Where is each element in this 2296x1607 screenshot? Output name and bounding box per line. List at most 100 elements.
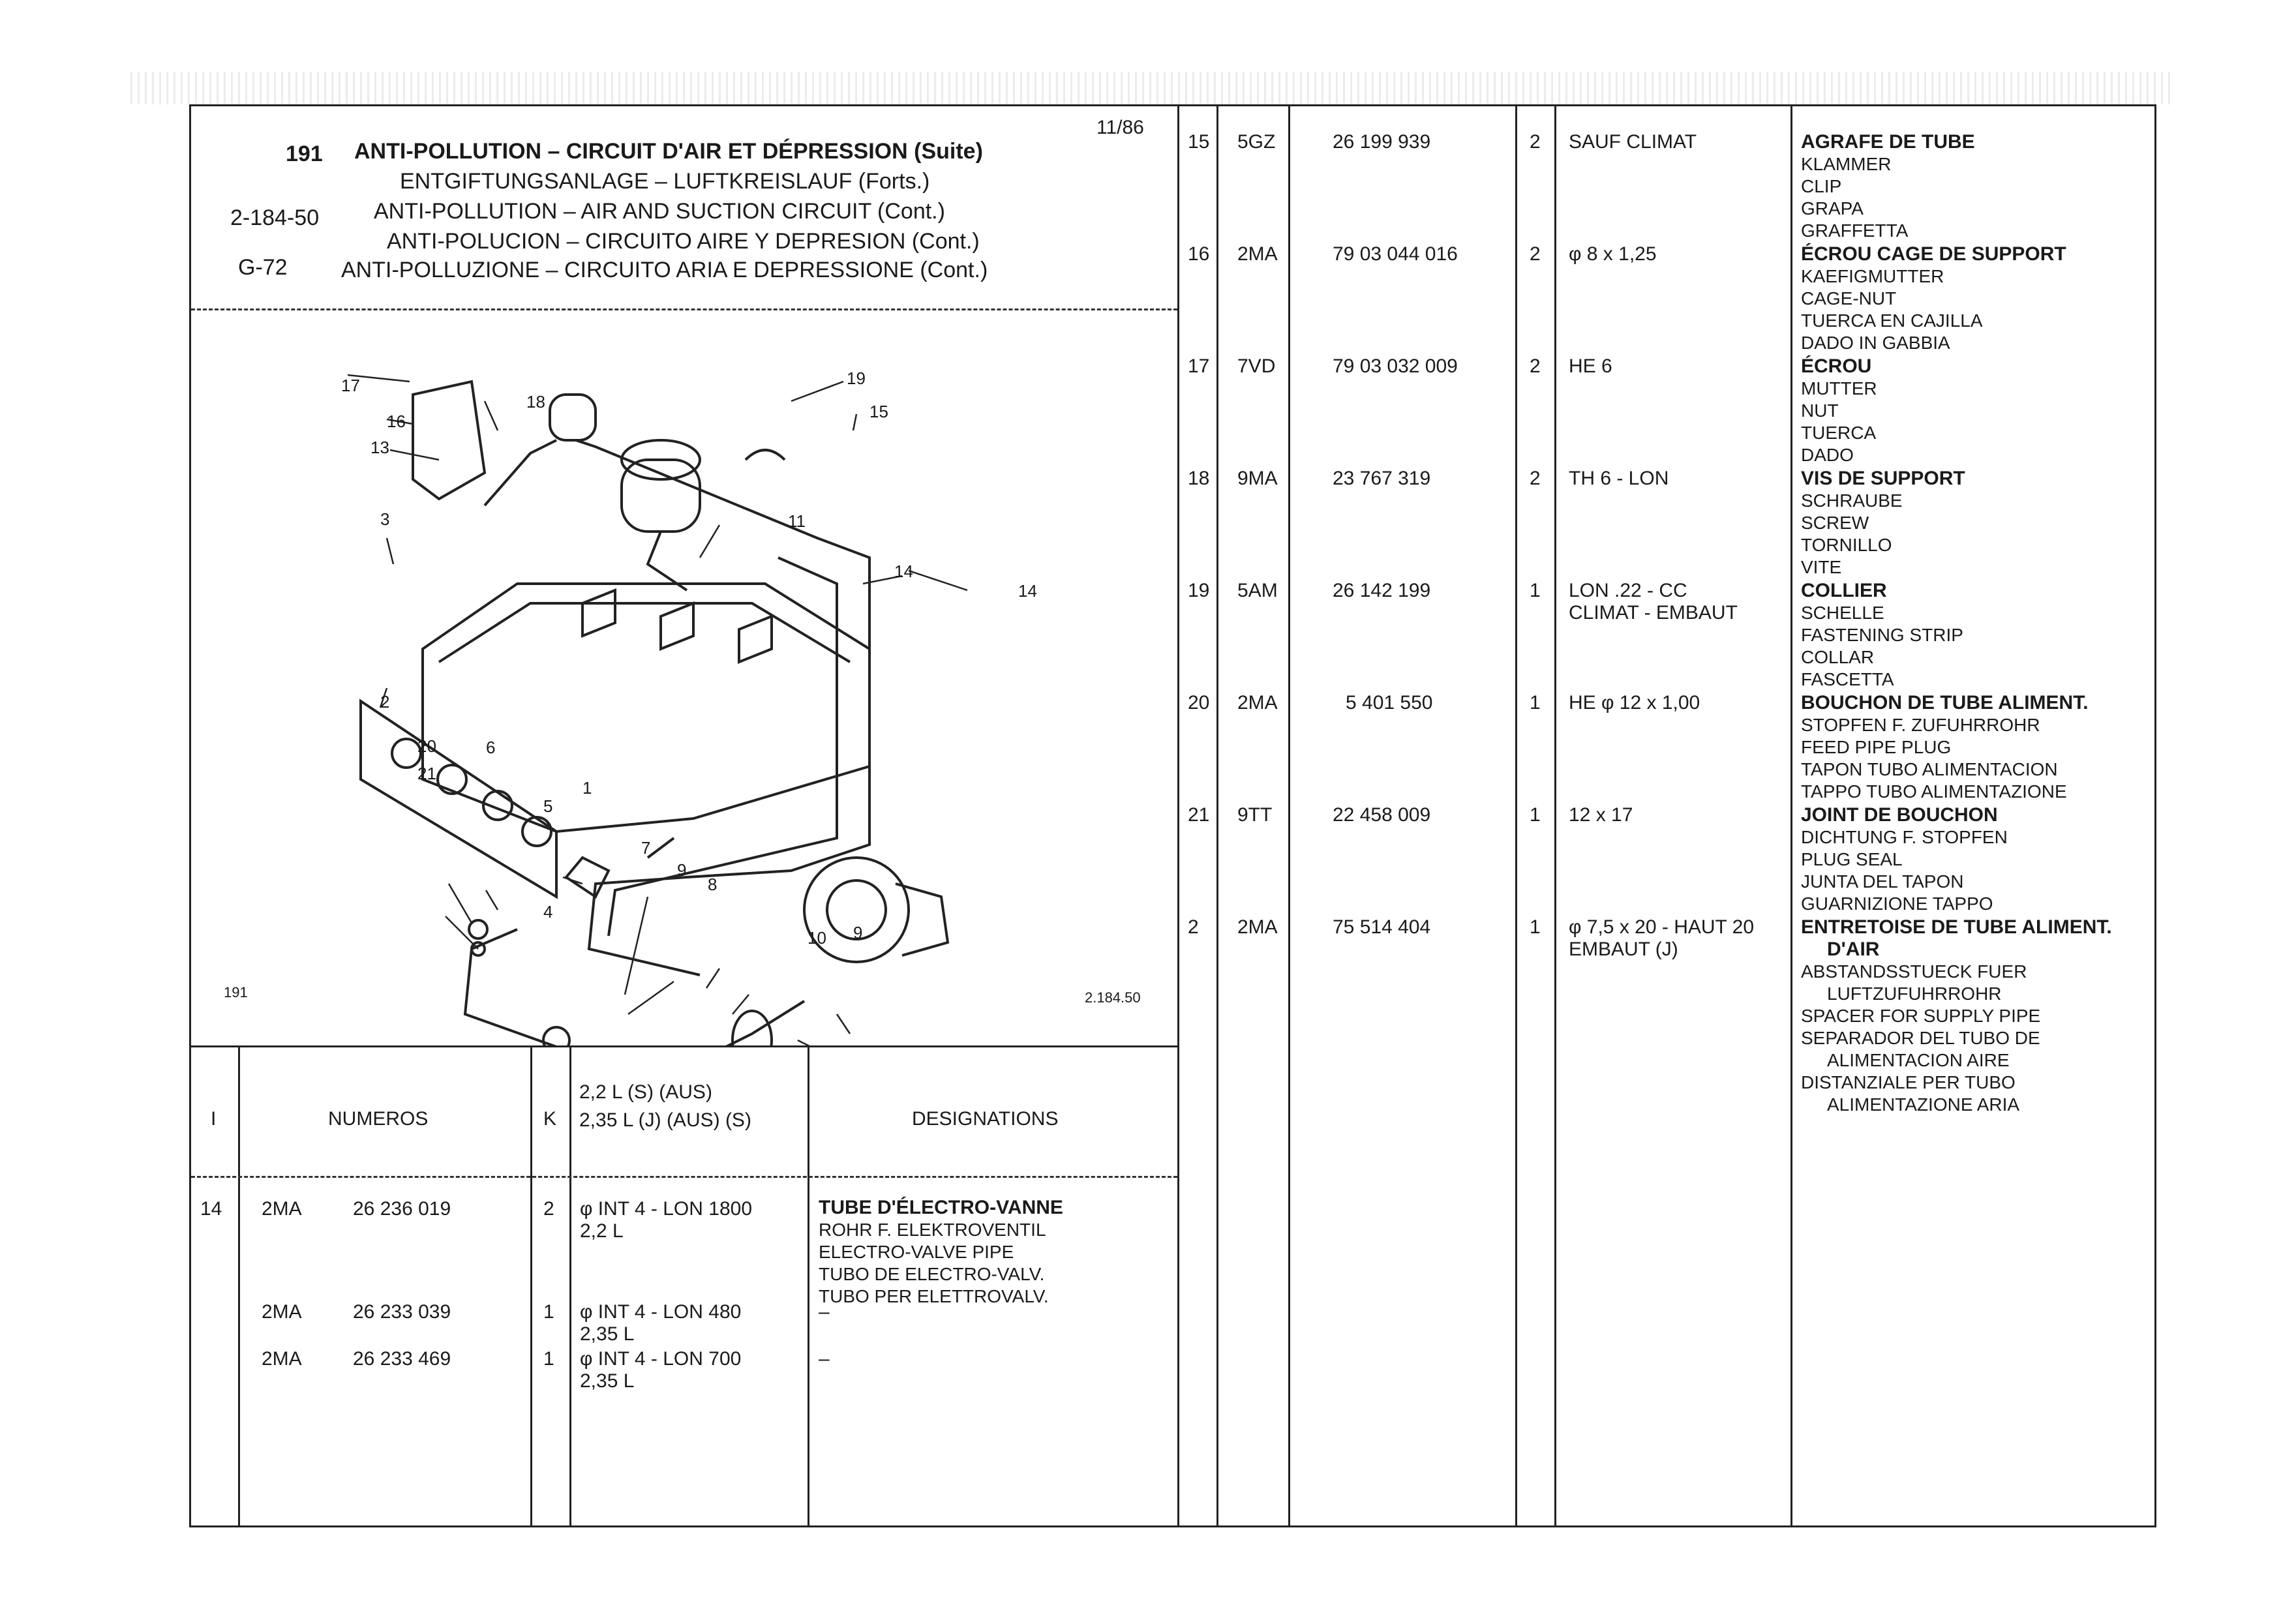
col-rule xyxy=(1515,106,1517,1525)
desc-line: GUARNIZIONE TAPPO xyxy=(1801,894,1993,914)
desc-line: ALIMENTACION AIRE xyxy=(1827,1050,2010,1070)
row-index: 19 xyxy=(1188,580,1210,601)
desc-main: COLLIER xyxy=(1801,580,1887,601)
col-rule xyxy=(238,1045,240,1525)
row-description: ÉCROU CAGE DE SUPPORT KAEFIGMUTTER CAGE-… xyxy=(1801,243,2066,354)
callout-17: 17 xyxy=(341,376,360,395)
row-spec-1: 12 x 17 xyxy=(1569,804,1633,826)
row-index: 20 xyxy=(1188,692,1210,713)
row-spec-2: EMBAUT (J) xyxy=(1569,939,1678,960)
desc-main: VIS DE SUPPORT xyxy=(1801,468,1965,489)
desc-line: JUNTA DEL TAPON xyxy=(1801,871,1964,892)
desc-line: STOPFEN F. ZUFUHRROHR xyxy=(1801,715,2040,735)
desc-line: CLIP xyxy=(1801,176,1842,196)
row-qty: 2 xyxy=(1530,131,1541,153)
row-spec-2: CLIMAT - EMBAUT xyxy=(1569,602,1738,623)
title-it: ANTI-POLLUZIONE – CIRCUITO ARIA E DEPRES… xyxy=(341,258,988,282)
row-index: 16 xyxy=(1188,243,1210,265)
title-en: ANTI-POLLUTION – AIR AND SUCTION CIRCUIT… xyxy=(374,199,945,224)
row-number: 79 03 032 009 xyxy=(1333,355,1458,377)
desc-line: ABSTANDSSTUECK FUER xyxy=(1801,961,2027,982)
desc-line: GRAPA xyxy=(1801,198,1864,218)
row-code: 7VD xyxy=(1237,355,1276,377)
row-spec-2: 2,2 L xyxy=(580,1220,624,1242)
callout-14b: 14 xyxy=(1018,581,1037,601)
row-description: AGRAFE DE TUBE KLAMMER CLIP GRAPA GRAFFE… xyxy=(1801,131,1975,242)
callout-10: 10 xyxy=(808,928,826,948)
callout-4: 4 xyxy=(543,902,553,922)
row-spec-2: 2,35 L xyxy=(580,1370,635,1392)
row-code: 2MA xyxy=(1237,692,1278,713)
row-description: ENTRETOISE DE TUBE ALIMENT. D'AIR ABSTAN… xyxy=(1801,916,2112,1116)
row-number: 26 233 039 xyxy=(353,1301,451,1323)
exploded-diagram xyxy=(347,374,968,1045)
desc-line: FASTENING STRIP xyxy=(1801,625,1963,645)
col-header-designations: DESIGNATIONS xyxy=(912,1108,1059,1130)
diagram-ref-left: 191 xyxy=(224,984,248,1000)
title-fr: ANTI-POLLUTION – CIRCUIT D'AIR ET DÉPRES… xyxy=(354,139,983,164)
row-number: 26 233 469 xyxy=(353,1348,451,1370)
desc-line: MUTTER xyxy=(1801,378,1877,398)
callout-13: 13 xyxy=(370,438,389,457)
col-rule xyxy=(1288,106,1290,1525)
page-date: 11/86 xyxy=(1096,117,1144,138)
header-divider xyxy=(191,1176,1177,1178)
row-spec-1: φ INT 4 - LON 700 xyxy=(580,1348,742,1370)
callout-1: 1 xyxy=(582,778,592,798)
desc-line: TORNILLO xyxy=(1801,535,1892,555)
callout-14a: 14 xyxy=(894,562,913,581)
row-qty: 1 xyxy=(543,1301,554,1323)
desc-line: SEPARADOR DEL TUBO DE xyxy=(1801,1028,2040,1048)
row-number: 22 458 009 xyxy=(1333,804,1431,826)
desc-line: SCREW xyxy=(1801,513,1869,533)
callout-9b: 9 xyxy=(853,923,863,942)
row-qty: 1 xyxy=(1530,692,1541,713)
row-spec-1: φ INT 4 - LON 480 xyxy=(580,1301,742,1323)
callout-18: 18 xyxy=(526,392,545,412)
page-code: 191 xyxy=(286,142,323,166)
desc-main-cont: D'AIR xyxy=(1827,939,1880,960)
row-qty: 1 xyxy=(1530,916,1541,938)
desc-line: DADO IN GABBIA xyxy=(1801,333,1950,353)
row-qty: 1 xyxy=(1530,580,1541,601)
callout-19: 19 xyxy=(847,368,866,388)
callout-2: 2 xyxy=(380,692,390,712)
row-index: 15 xyxy=(1188,131,1210,153)
page-code-3: G-72 xyxy=(238,255,288,280)
row-code: 2MA xyxy=(262,1348,302,1370)
callout-20: 20 xyxy=(417,736,436,756)
col-header-variant-2: 2,35 L (J) (AUS) (S) xyxy=(579,1109,751,1131)
row-number: 23 767 319 xyxy=(1333,468,1431,489)
col-header-numeros: NUMEROS xyxy=(328,1108,429,1130)
row-description: – xyxy=(819,1348,830,1370)
row-index: 14 xyxy=(200,1198,222,1220)
title-de: ENTGIFTUNGSANLAGE – LUFTKREISLAUF (Forts… xyxy=(400,169,930,194)
row-description: TUBE D'ÉLECTRO-VANNE ROHR F. ELEKTROVENT… xyxy=(819,1197,1063,1308)
row-code: 2MA xyxy=(262,1198,302,1220)
panel-divider xyxy=(1177,106,1179,1525)
title-divider xyxy=(191,308,1177,310)
desc-line: DISTANZIALE PER TUBO xyxy=(1801,1072,2016,1092)
row-qty: 1 xyxy=(543,1348,554,1370)
row-number: 26 142 199 xyxy=(1333,580,1431,601)
col-header-k: K xyxy=(543,1108,557,1130)
desc-line: DICHTUNG F. STOPFEN xyxy=(1801,827,2008,847)
col-rule xyxy=(530,1045,532,1525)
desc-line: TUBO PER ELETTROVALV. xyxy=(819,1286,1049,1306)
desc-main: JOINT DE BOUCHON xyxy=(1801,804,1998,826)
row-description: – xyxy=(819,1301,830,1323)
row-code: 5AM xyxy=(1237,580,1278,601)
desc-line: SCHRAUBE xyxy=(1801,490,1903,511)
row-number: 26 236 019 xyxy=(353,1198,451,1220)
desc-line: SCHELLE xyxy=(1801,603,1884,623)
callout-3: 3 xyxy=(380,509,390,529)
row-spec-1: φ 7,5 x 20 - HAUT 20 xyxy=(1569,916,1755,938)
desc-line: NUT xyxy=(1801,400,1839,421)
diagram-ref-right: 2.184.50 xyxy=(1085,989,1141,1006)
row-spec-1: HE φ 12 x 1,00 xyxy=(1569,692,1700,713)
callout-11: 11 xyxy=(788,511,806,531)
desc-line: ROHR F. ELEKTROVENTIL xyxy=(819,1220,1046,1240)
desc-line: TAPON TUBO ALIMENTACION xyxy=(1801,759,2058,779)
row-number: 5 401 550 xyxy=(1346,692,1433,713)
row-number: 75 514 404 xyxy=(1333,916,1431,938)
